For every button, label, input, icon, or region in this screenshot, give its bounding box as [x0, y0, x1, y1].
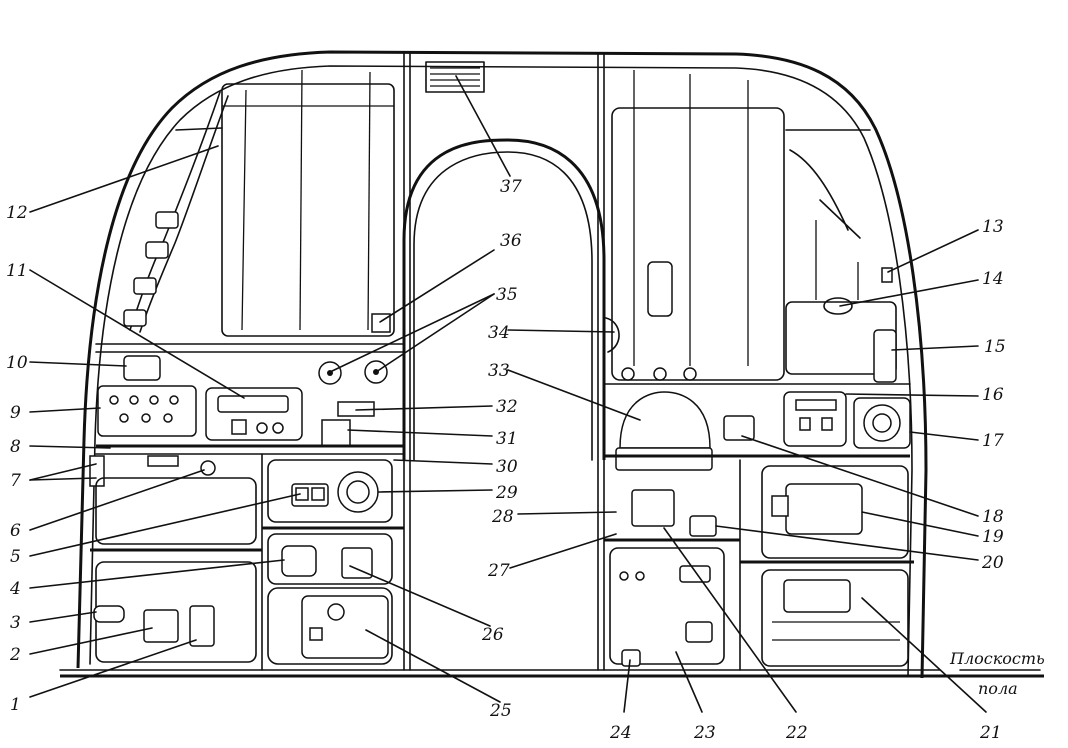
callout-33: 33 — [488, 361, 510, 381]
callout-9: 9 — [10, 403, 21, 423]
callout-13: 13 — [982, 217, 1004, 237]
leader-20 — [715, 525, 979, 561]
callout-22: 22 — [785, 723, 808, 743]
leader-37 — [455, 75, 511, 177]
leader-30 — [393, 459, 493, 465]
leader-25 — [365, 629, 501, 703]
leader-22 — [663, 527, 797, 713]
door-arch — [402, 51, 620, 671]
callout-16: 16 — [982, 385, 1004, 405]
callout-27: 27 — [487, 561, 510, 581]
callout-8: 8 — [10, 437, 21, 457]
callout-15: 15 — [984, 337, 1006, 357]
leader-32 — [355, 405, 493, 411]
leader-24 — [623, 659, 631, 713]
floor-label-line2: пола — [978, 679, 1018, 698]
callout-12: 12 — [6, 203, 28, 223]
leader-3 — [29, 611, 97, 623]
callout-25: 25 — [489, 701, 512, 721]
leader-9 — [29, 407, 101, 413]
leader-7a — [29, 463, 97, 481]
left-instrument-shelf — [89, 313, 405, 487]
callout-2: 2 — [9, 645, 21, 665]
leader-36 — [379, 249, 495, 323]
callout-4: 4 — [9, 579, 21, 599]
callout-28: 28 — [491, 507, 514, 527]
leader-14 — [839, 279, 979, 307]
leader-17 — [909, 431, 979, 441]
leader-4 — [29, 559, 285, 589]
leader-10 — [29, 361, 127, 367]
callout-1: 1 — [10, 695, 21, 715]
leader-35b — [375, 293, 495, 373]
callout-7: 7 — [10, 471, 21, 491]
leader-31 — [347, 429, 493, 437]
floor-label-line1: Плоскость — [949, 649, 1045, 668]
leader-18 — [741, 435, 979, 517]
right-instrument-shelf — [604, 391, 911, 471]
leader-16 — [845, 393, 979, 397]
callout-14: 14 — [982, 269, 1004, 289]
callout-30: 30 — [496, 457, 518, 477]
leader-23 — [675, 651, 703, 713]
right-lower-compartments — [604, 459, 914, 671]
left-upper-panel — [95, 69, 405, 353]
leader-2 — [29, 627, 153, 655]
leader-28 — [517, 511, 617, 515]
leader-7b — [29, 477, 97, 481]
callout-35: 35 — [496, 285, 518, 305]
callout-10: 10 — [6, 353, 28, 373]
callout-20: 20 — [981, 553, 1004, 573]
callout-5: 5 — [10, 547, 21, 567]
callout-labels: 1 2 3 4 5 6 7 8 9 10 11 12 13 14 15 16 1… — [6, 177, 1006, 743]
callout-19: 19 — [982, 527, 1004, 547]
leader-35a — [329, 293, 495, 373]
leader-19 — [861, 511, 979, 537]
leader-13 — [887, 229, 979, 273]
callout-34: 34 — [488, 323, 510, 343]
callout-3: 3 — [10, 613, 21, 633]
callout-31: 31 — [496, 429, 518, 449]
callout-17: 17 — [982, 431, 1004, 451]
leader-33 — [507, 369, 641, 421]
leader-lines — [29, 75, 1041, 713]
callout-21: 21 — [979, 723, 1002, 743]
leader-26 — [349, 565, 491, 627]
cabin-shell — [59, 50, 1044, 679]
left-lower-compartments — [90, 453, 404, 671]
leader-29 — [377, 489, 493, 493]
leader-6 — [29, 469, 205, 531]
callout-24: 24 — [609, 723, 632, 743]
leader-8 — [29, 445, 111, 449]
leader-1 — [29, 639, 197, 698]
callout-29: 29 — [495, 483, 518, 503]
leader-12 — [29, 145, 219, 213]
callout-6: 6 — [10, 521, 21, 541]
leader-11 — [29, 269, 245, 399]
callout-36: 36 — [500, 231, 522, 251]
leader-27 — [509, 533, 617, 569]
floor-plane-label: Плоскость пола — [949, 649, 1045, 698]
leader-34 — [507, 329, 615, 333]
leader-21 — [861, 597, 987, 713]
right-upper-panel — [603, 70, 911, 385]
callout-23: 23 — [693, 723, 716, 743]
leader-5 — [29, 493, 301, 557]
callout-11: 11 — [6, 261, 28, 281]
callout-26: 26 — [481, 625, 504, 645]
callout-32: 32 — [496, 397, 518, 417]
callout-18: 18 — [982, 507, 1004, 527]
callout-37: 37 — [500, 177, 522, 197]
leader-15 — [891, 345, 979, 351]
